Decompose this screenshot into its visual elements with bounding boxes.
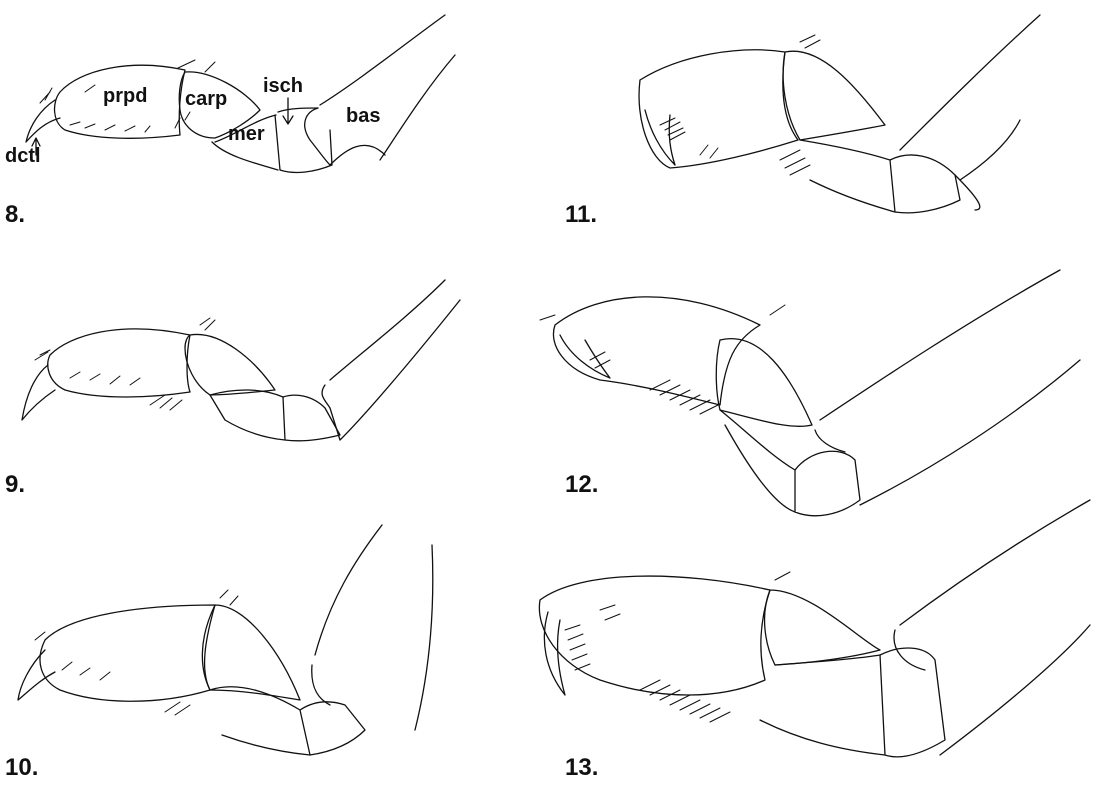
fig13-merus bbox=[760, 655, 885, 755]
fig12-dactyl bbox=[560, 335, 610, 378]
fig12-setae bbox=[540, 305, 785, 414]
fig11-dactyl bbox=[645, 110, 675, 165]
fig12-carpus bbox=[716, 339, 812, 427]
fig13-number: 13. bbox=[565, 754, 598, 781]
label-bas: bas bbox=[346, 105, 380, 127]
label-dctl: dctl bbox=[5, 145, 41, 167]
fig12-ischium bbox=[795, 451, 860, 516]
fig10-carpus bbox=[202, 605, 300, 700]
fig13-basis bbox=[894, 500, 1090, 755]
fig9-merus bbox=[210, 390, 285, 440]
fig9-basis bbox=[322, 280, 460, 440]
fig12-number: 12. bbox=[565, 471, 598, 498]
figure-13-appendage: 13. bbox=[539, 500, 1090, 781]
fig13-ischium bbox=[880, 648, 945, 757]
fig8-basis bbox=[320, 15, 455, 165]
fig13-carpus bbox=[765, 590, 880, 665]
fig10-number: 10. bbox=[5, 754, 38, 781]
fig11-merus bbox=[800, 140, 895, 212]
fig8-number: 8. bbox=[5, 201, 25, 228]
fig9-dactyl bbox=[22, 365, 55, 420]
figure-11-appendage: 11. bbox=[565, 15, 1040, 228]
fig13-propodus bbox=[539, 576, 770, 695]
fig10-ischium bbox=[300, 702, 365, 755]
fig10-basis bbox=[312, 525, 433, 730]
fig11-number: 11. bbox=[565, 201, 597, 228]
fig8-basis-outline bbox=[305, 108, 330, 165]
fig9-ischium bbox=[283, 395, 340, 441]
figure-9-appendage: 9. bbox=[5, 280, 460, 498]
fig10-propodus bbox=[40, 605, 215, 701]
fig13-setae bbox=[565, 572, 790, 722]
fig11-ischium bbox=[890, 155, 960, 213]
label-carp: carp bbox=[185, 88, 227, 110]
figure-8-appendage: 8. prpd carp isch bas mer dctl bbox=[5, 15, 455, 228]
fig11-setae bbox=[660, 35, 820, 175]
fig11-basis bbox=[900, 15, 1040, 210]
fig12-basis bbox=[815, 270, 1080, 505]
fig13-dactyl bbox=[544, 612, 565, 695]
fig9-carpus bbox=[185, 334, 275, 395]
fig10-dactyl bbox=[18, 650, 55, 700]
label-prpd: prpd bbox=[103, 85, 147, 107]
fig9-propodus bbox=[48, 329, 190, 397]
fig10-merus bbox=[210, 687, 310, 755]
fig11-carpus bbox=[783, 51, 885, 140]
fig9-number: 9. bbox=[5, 471, 25, 498]
fig12-propodus bbox=[553, 297, 760, 405]
label-isch: isch bbox=[263, 75, 303, 97]
figure-12-appendage: 12. bbox=[540, 270, 1080, 516]
label-mer: mer bbox=[228, 123, 265, 145]
figure-10-appendage: 10. bbox=[5, 525, 433, 781]
